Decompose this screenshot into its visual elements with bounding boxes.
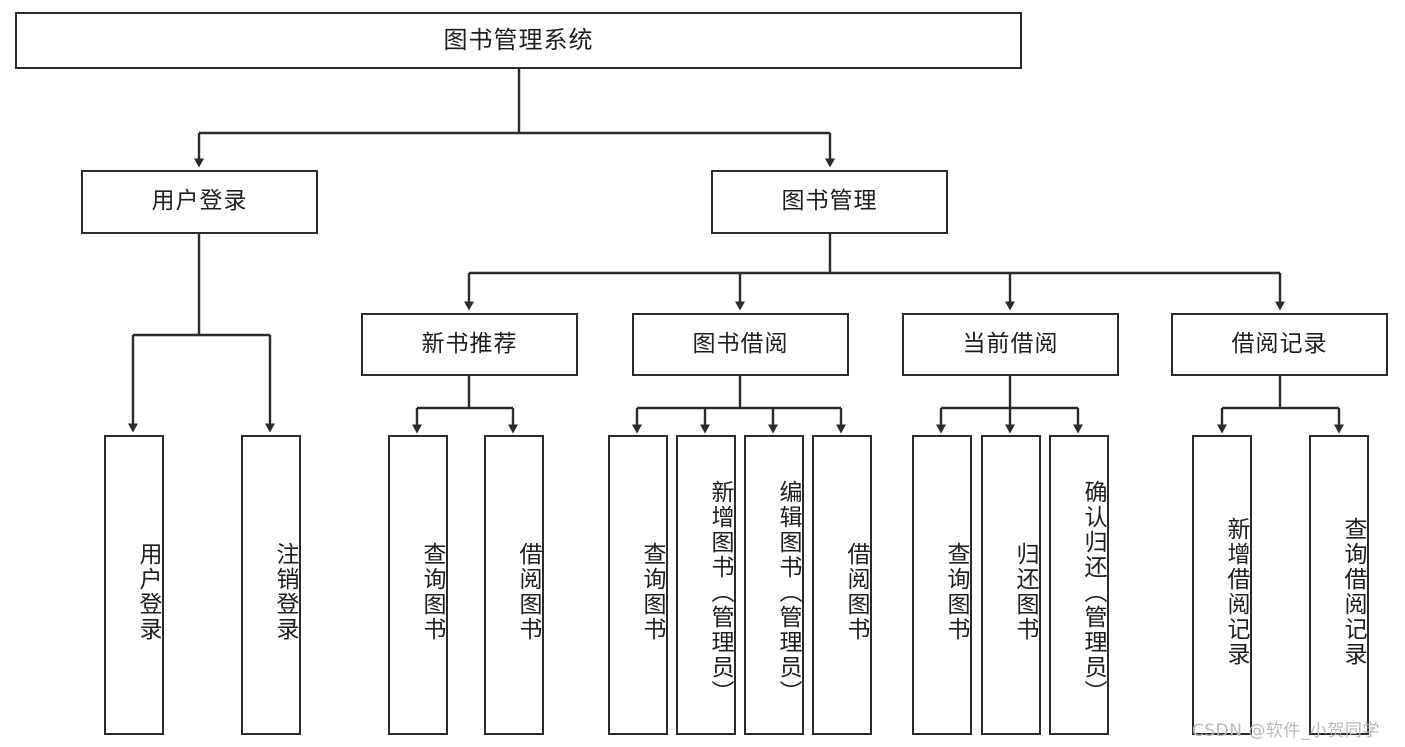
- node-label: 查询图书: [419, 542, 445, 642]
- node-label: 新书推荐: [421, 330, 518, 357]
- node-label: 归还图书: [1012, 542, 1038, 642]
- node-new-book-recommend[interactable]: 新书推荐: [361, 313, 578, 376]
- node-borrow-record[interactable]: 借阅记录: [1171, 313, 1388, 376]
- node-label: 当前借阅: [962, 330, 1059, 357]
- csdn-watermark: CSDN @软件_小贺同学: [1192, 716, 1380, 741]
- node-label: 新增借阅记录: [1223, 517, 1249, 667]
- node-label: 图书借阅: [692, 330, 789, 357]
- node-user-login[interactable]: 用户登录: [81, 170, 318, 234]
- leaf-current-borrow-query-book[interactable]: 查询图书: [912, 435, 972, 735]
- node-label: 新增图书（管理员）: [707, 479, 733, 705]
- node-book-borrow[interactable]: 图书借阅: [632, 313, 849, 376]
- node-label: 编辑图书（管理员）: [775, 479, 801, 705]
- node-label: 注销登录: [272, 542, 298, 642]
- leaf-user-login-login[interactable]: 用户登录: [104, 435, 164, 735]
- node-label: 查询借阅记录: [1340, 517, 1366, 667]
- leaf-book-borrow-add-book-admin[interactable]: 新增图书（管理员）: [676, 435, 736, 735]
- node-label: 借阅记录: [1231, 330, 1328, 357]
- leaf-current-borrow-confirm-return-admin[interactable]: 确认归还（管理员）: [1049, 435, 1109, 735]
- leaf-book-borrow-edit-book-admin[interactable]: 编辑图书（管理员）: [744, 435, 804, 735]
- leaf-borrow-record-query-record[interactable]: 查询借阅记录: [1309, 435, 1369, 735]
- leaf-borrow-record-add-record[interactable]: 新增借阅记录: [1192, 435, 1252, 735]
- leaf-book-borrow-query-book[interactable]: 查询图书: [608, 435, 668, 735]
- node-label: 借阅图书: [843, 542, 869, 642]
- node-label: 图书管理系统: [443, 26, 594, 55]
- node-root-book-management-system[interactable]: 图书管理系统: [15, 12, 1022, 69]
- node-book-management[interactable]: 图书管理: [711, 170, 948, 234]
- node-label: 借阅图书: [515, 542, 541, 642]
- node-label: 用户登录: [151, 188, 248, 215]
- node-label: 查询图书: [639, 542, 665, 642]
- leaf-new-book-query-book[interactable]: 查询图书: [388, 435, 448, 735]
- node-current-borrow[interactable]: 当前借阅: [902, 313, 1119, 376]
- leaf-book-borrow-borrow-book[interactable]: 借阅图书: [812, 435, 872, 735]
- leaf-current-borrow-return-book[interactable]: 归还图书: [981, 435, 1041, 735]
- node-label: 图书管理: [781, 188, 878, 215]
- node-label: 确认归还（管理员）: [1080, 479, 1106, 705]
- node-label: 查询图书: [943, 542, 969, 642]
- watermark-text: CSDN @软件_小贺同学: [1192, 721, 1380, 741]
- node-label: 用户登录: [135, 542, 161, 642]
- leaf-new-book-borrow-book[interactable]: 借阅图书: [484, 435, 544, 735]
- leaf-user-login-logout[interactable]: 注销登录: [241, 435, 301, 735]
